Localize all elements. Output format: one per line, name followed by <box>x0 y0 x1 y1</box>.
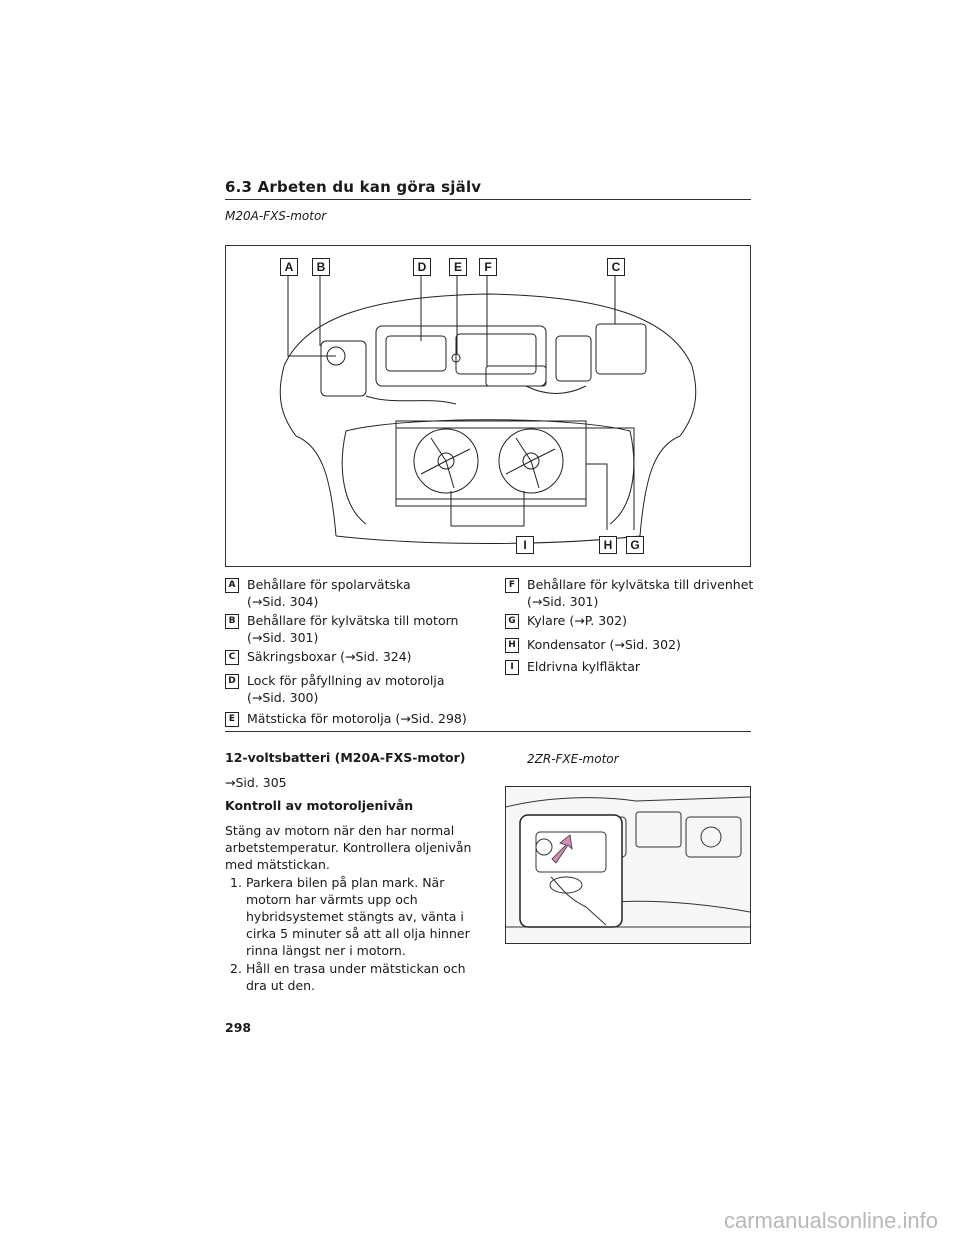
legend-text: Mätsticka för motorolja (→Sid. 298) <box>247 711 467 726</box>
watermark: carmanualsonline.info <box>723 1208 938 1233</box>
engine-subtitle: M20A-FXS-motor <box>225 209 327 223</box>
legend-letter: F <box>505 578 519 593</box>
legend-item-i: I Eldrivna kylfläktar <box>505 658 750 675</box>
step-2: 2. Håll en trasa under mätstickan och dr… <box>230 960 480 994</box>
callout-h: H <box>599 536 617 554</box>
legend-item-g: G Kylare (→P. 302) <box>505 612 750 629</box>
callout-c: C <box>607 258 625 276</box>
legend-letter: C <box>225 650 239 665</box>
legend-letter: G <box>505 614 519 629</box>
legend-letter: I <box>505 660 519 675</box>
section-title: 6.3 Arbeten du kan göra själv <box>225 178 482 196</box>
legend-item-a: A Behållare för spolarvätska (→Sid. 304) <box>225 576 485 610</box>
legend-letter: A <box>225 578 239 593</box>
step-text: Håll en trasa under mätstickan och dra u… <box>246 961 466 993</box>
step-number: 1. <box>230 875 242 890</box>
right-figure-caption: 2ZR-FXE-motor <box>527 752 619 766</box>
oil-check-heading: Kontroll av motoroljenivån <box>225 798 414 813</box>
callout-i: I <box>516 536 534 554</box>
pointer-arrow-icon <box>551 834 573 864</box>
legend-letter: B <box>225 614 239 629</box>
callout-e: E <box>449 258 467 276</box>
legend-letter: H <box>505 638 519 653</box>
engine-bay-illustration <box>279 274 697 544</box>
legend-text: Kondensator (→Sid. 302) <box>527 637 681 652</box>
engine-bay-figure: A B D E F C I H G <box>225 245 751 567</box>
legend-item-d: D Lock för påfyllning av motorolja (→Sid… <box>225 672 485 706</box>
legend-item-c: C Säkringsboxar (→Sid. 324) <box>225 648 485 665</box>
legend-text: Behållare för kylvätska till motorn (→Si… <box>247 613 459 645</box>
step-number: 2. <box>230 961 242 976</box>
legend-item-e: E Mätsticka för motorolja (→Sid. 298) <box>225 710 490 727</box>
battery-ref: →Sid. 305 <box>225 775 287 790</box>
callout-b: B <box>312 258 330 276</box>
legend-text: Lock för påfyllning av motorolja (→Sid. … <box>247 673 445 705</box>
legend-text: Behållare för kylvätska till drivenhet (… <box>527 577 754 609</box>
legend-text: Eldrivna kylfläktar <box>527 659 641 674</box>
step-1: 1. Parkera bilen på plan mark. När motor… <box>230 874 480 959</box>
legend-text: Kylare (→P. 302) <box>527 613 627 628</box>
callout-a: A <box>280 258 298 276</box>
legend-item-f: F Behållare för kylvätska till drivenhet… <box>505 576 755 610</box>
callout-g: G <box>626 536 644 554</box>
battery-heading: 12-voltsbatteri (M20A-FXS-motor) <box>225 750 466 765</box>
page-number: 298 <box>225 1020 252 1035</box>
legend-item-b: B Behållare för kylvätska till motorn (→… <box>225 612 485 646</box>
callout-f: F <box>479 258 497 276</box>
oil-check-intro: Stäng av motorn när den har normal arbet… <box>225 823 472 872</box>
legend-item-h: H Kondensator (→Sid. 302) <box>505 636 750 653</box>
legend-letter: E <box>225 712 239 727</box>
legend-text: Säkringsboxar (→Sid. 324) <box>247 649 412 664</box>
legend-rule <box>225 731 751 732</box>
legend-text: Behållare för spolarvätska (→Sid. 304) <box>247 577 411 609</box>
dipstick-illustration <box>506 787 750 943</box>
callout-d: D <box>413 258 431 276</box>
step-text: Parkera bilen på plan mark. När motorn h… <box>246 875 470 958</box>
section-rule <box>225 199 751 200</box>
legend-letter: D <box>225 674 239 689</box>
dipstick-figure <box>505 786 751 944</box>
